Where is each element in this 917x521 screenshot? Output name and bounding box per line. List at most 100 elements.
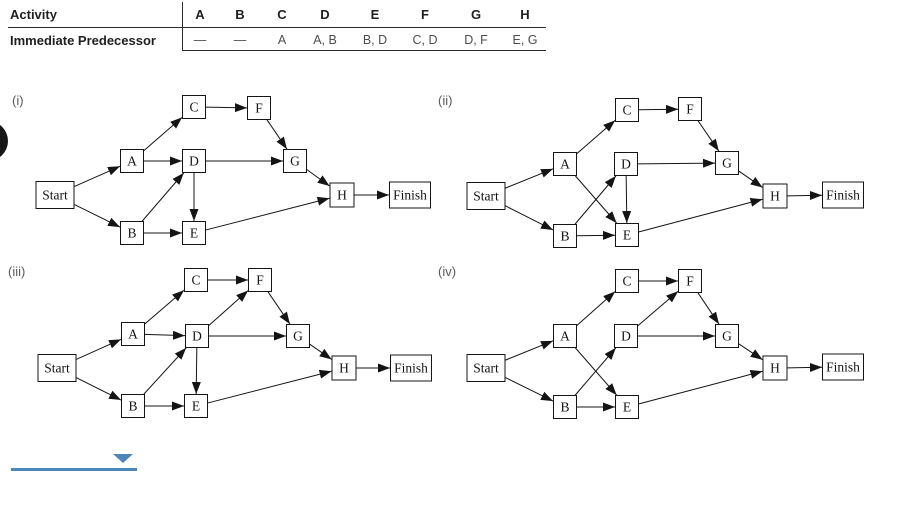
node-box-G-i — [283, 149, 307, 173]
predecessor-value-A: — — [193, 33, 207, 47]
node-label-B-iii: B — [128, 399, 137, 414]
edge-G-H-iii — [309, 343, 332, 360]
edge-A-C-iv — [576, 291, 616, 326]
column-header-G: G — [470, 7, 482, 22]
node-label-C-iii: C — [191, 273, 200, 288]
edge-Start-B-i — [74, 204, 121, 228]
edge-F-G-iv — [697, 292, 720, 325]
edge-B-D-iv — [574, 347, 617, 396]
node-label-Start-ii: Start — [473, 189, 499, 204]
node-label-C-ii: C — [622, 103, 631, 118]
node-box-C-iv — [615, 269, 639, 293]
node-box-H-ii — [762, 183, 788, 209]
edge-Start-A-i — [74, 165, 121, 187]
node-box-E-i — [182, 221, 206, 245]
edge-Start-A-iii — [76, 338, 122, 360]
diagram-label-i: (i) — [12, 93, 24, 108]
node-box-Finish-ii — [822, 181, 864, 209]
predecessor-value-G: D, F — [464, 33, 488, 47]
predecessor-value-D: A, B — [313, 33, 337, 47]
node-box-B-i — [120, 221, 144, 245]
edge-D-F-iii — [208, 290, 249, 326]
node-box-B-iv — [553, 395, 577, 419]
node-box-Start-iii — [37, 354, 77, 382]
node-label-A-ii: A — [560, 157, 570, 172]
answer-blank-underline — [11, 468, 137, 471]
edge-C-F-ii — [638, 104, 679, 114]
edge-E-H-i — [205, 196, 330, 231]
edge-B-E-ii — [576, 230, 616, 240]
edge-E-H-iii — [207, 369, 332, 404]
node-box-Start-i — [35, 181, 75, 209]
node-box-D-iv — [614, 324, 638, 348]
node-box-F-i — [247, 96, 271, 120]
node-label-B-iv: B — [560, 400, 569, 415]
edge-E-H-ii — [638, 197, 763, 233]
node-box-F-iv — [678, 269, 702, 293]
node-label-H-iii: H — [339, 361, 349, 376]
node-label-F-iv: F — [686, 274, 694, 289]
node-box-F-ii — [678, 97, 702, 121]
node-box-E-iv — [615, 395, 639, 419]
node-label-Start-i: Start — [42, 188, 68, 203]
node-box-E-iii — [184, 394, 208, 418]
node-box-A-iii — [121, 322, 145, 346]
node-label-E-i: E — [190, 226, 198, 241]
node-box-A-ii — [553, 152, 577, 176]
edge-F-G-iii — [267, 291, 291, 325]
edge-D-G-ii — [637, 158, 716, 168]
node-box-H-iii — [331, 355, 357, 381]
chevron-down-icon[interactable] — [113, 454, 133, 463]
edge-B-D-iii — [143, 347, 187, 395]
left-edge-artifact — [0, 121, 8, 161]
node-box-D-iii — [185, 324, 209, 348]
node-box-Finish-iii — [390, 354, 432, 382]
column-header-H: H — [520, 7, 530, 22]
node-box-A-iv — [553, 324, 577, 348]
node-box-C-iii — [184, 268, 208, 292]
node-label-F-ii: F — [686, 102, 694, 117]
node-label-Finish-iii: Finish — [394, 361, 428, 376]
node-label-D-iv: D — [621, 329, 631, 344]
predecessor-value-H: E, G — [512, 33, 538, 47]
node-label-D-ii: D — [621, 157, 631, 172]
node-label-Start-iii: Start — [44, 361, 70, 376]
predecessor-value-F: C, D — [412, 33, 438, 47]
edge-B-D-ii — [574, 175, 617, 225]
answer-dropdown[interactable] — [11, 452, 138, 472]
node-box-D-ii — [614, 152, 638, 176]
edge-D-E-iii — [191, 347, 201, 395]
node-label-F-i: F — [255, 101, 263, 116]
edge-G-H-ii — [738, 170, 763, 188]
node-box-Start-iv — [466, 354, 506, 382]
edge-Start-B-iii — [76, 377, 122, 401]
node-box-Finish-i — [389, 181, 431, 209]
table-divider — [182, 2, 183, 50]
node-box-A-i — [120, 149, 144, 173]
edge-H-Finish-ii — [787, 190, 823, 200]
node-box-C-ii — [615, 98, 639, 122]
node-box-G-iii — [286, 324, 310, 348]
node-label-F-iii: F — [256, 273, 264, 288]
node-label-E-iv: E — [623, 400, 631, 415]
column-header-C: C — [277, 7, 287, 22]
node-box-H-i — [329, 182, 355, 208]
node-label-H-ii: H — [770, 189, 780, 204]
edge-Start-B-ii — [505, 205, 554, 231]
edge-A-D-iii — [144, 330, 186, 340]
edge-D-F-iv — [637, 290, 679, 327]
node-label-A-iii: A — [128, 327, 138, 342]
node-label-G-i: G — [290, 154, 300, 169]
node-box-H-iv — [762, 355, 788, 381]
edge-A-C-ii — [576, 119, 616, 155]
node-label-Start-iv: Start — [473, 361, 499, 376]
predecessor-value-B: — — [233, 33, 247, 47]
node-box-G-ii — [715, 151, 739, 175]
node-label-B-i: B — [127, 226, 136, 241]
node-box-B-ii — [553, 224, 577, 248]
